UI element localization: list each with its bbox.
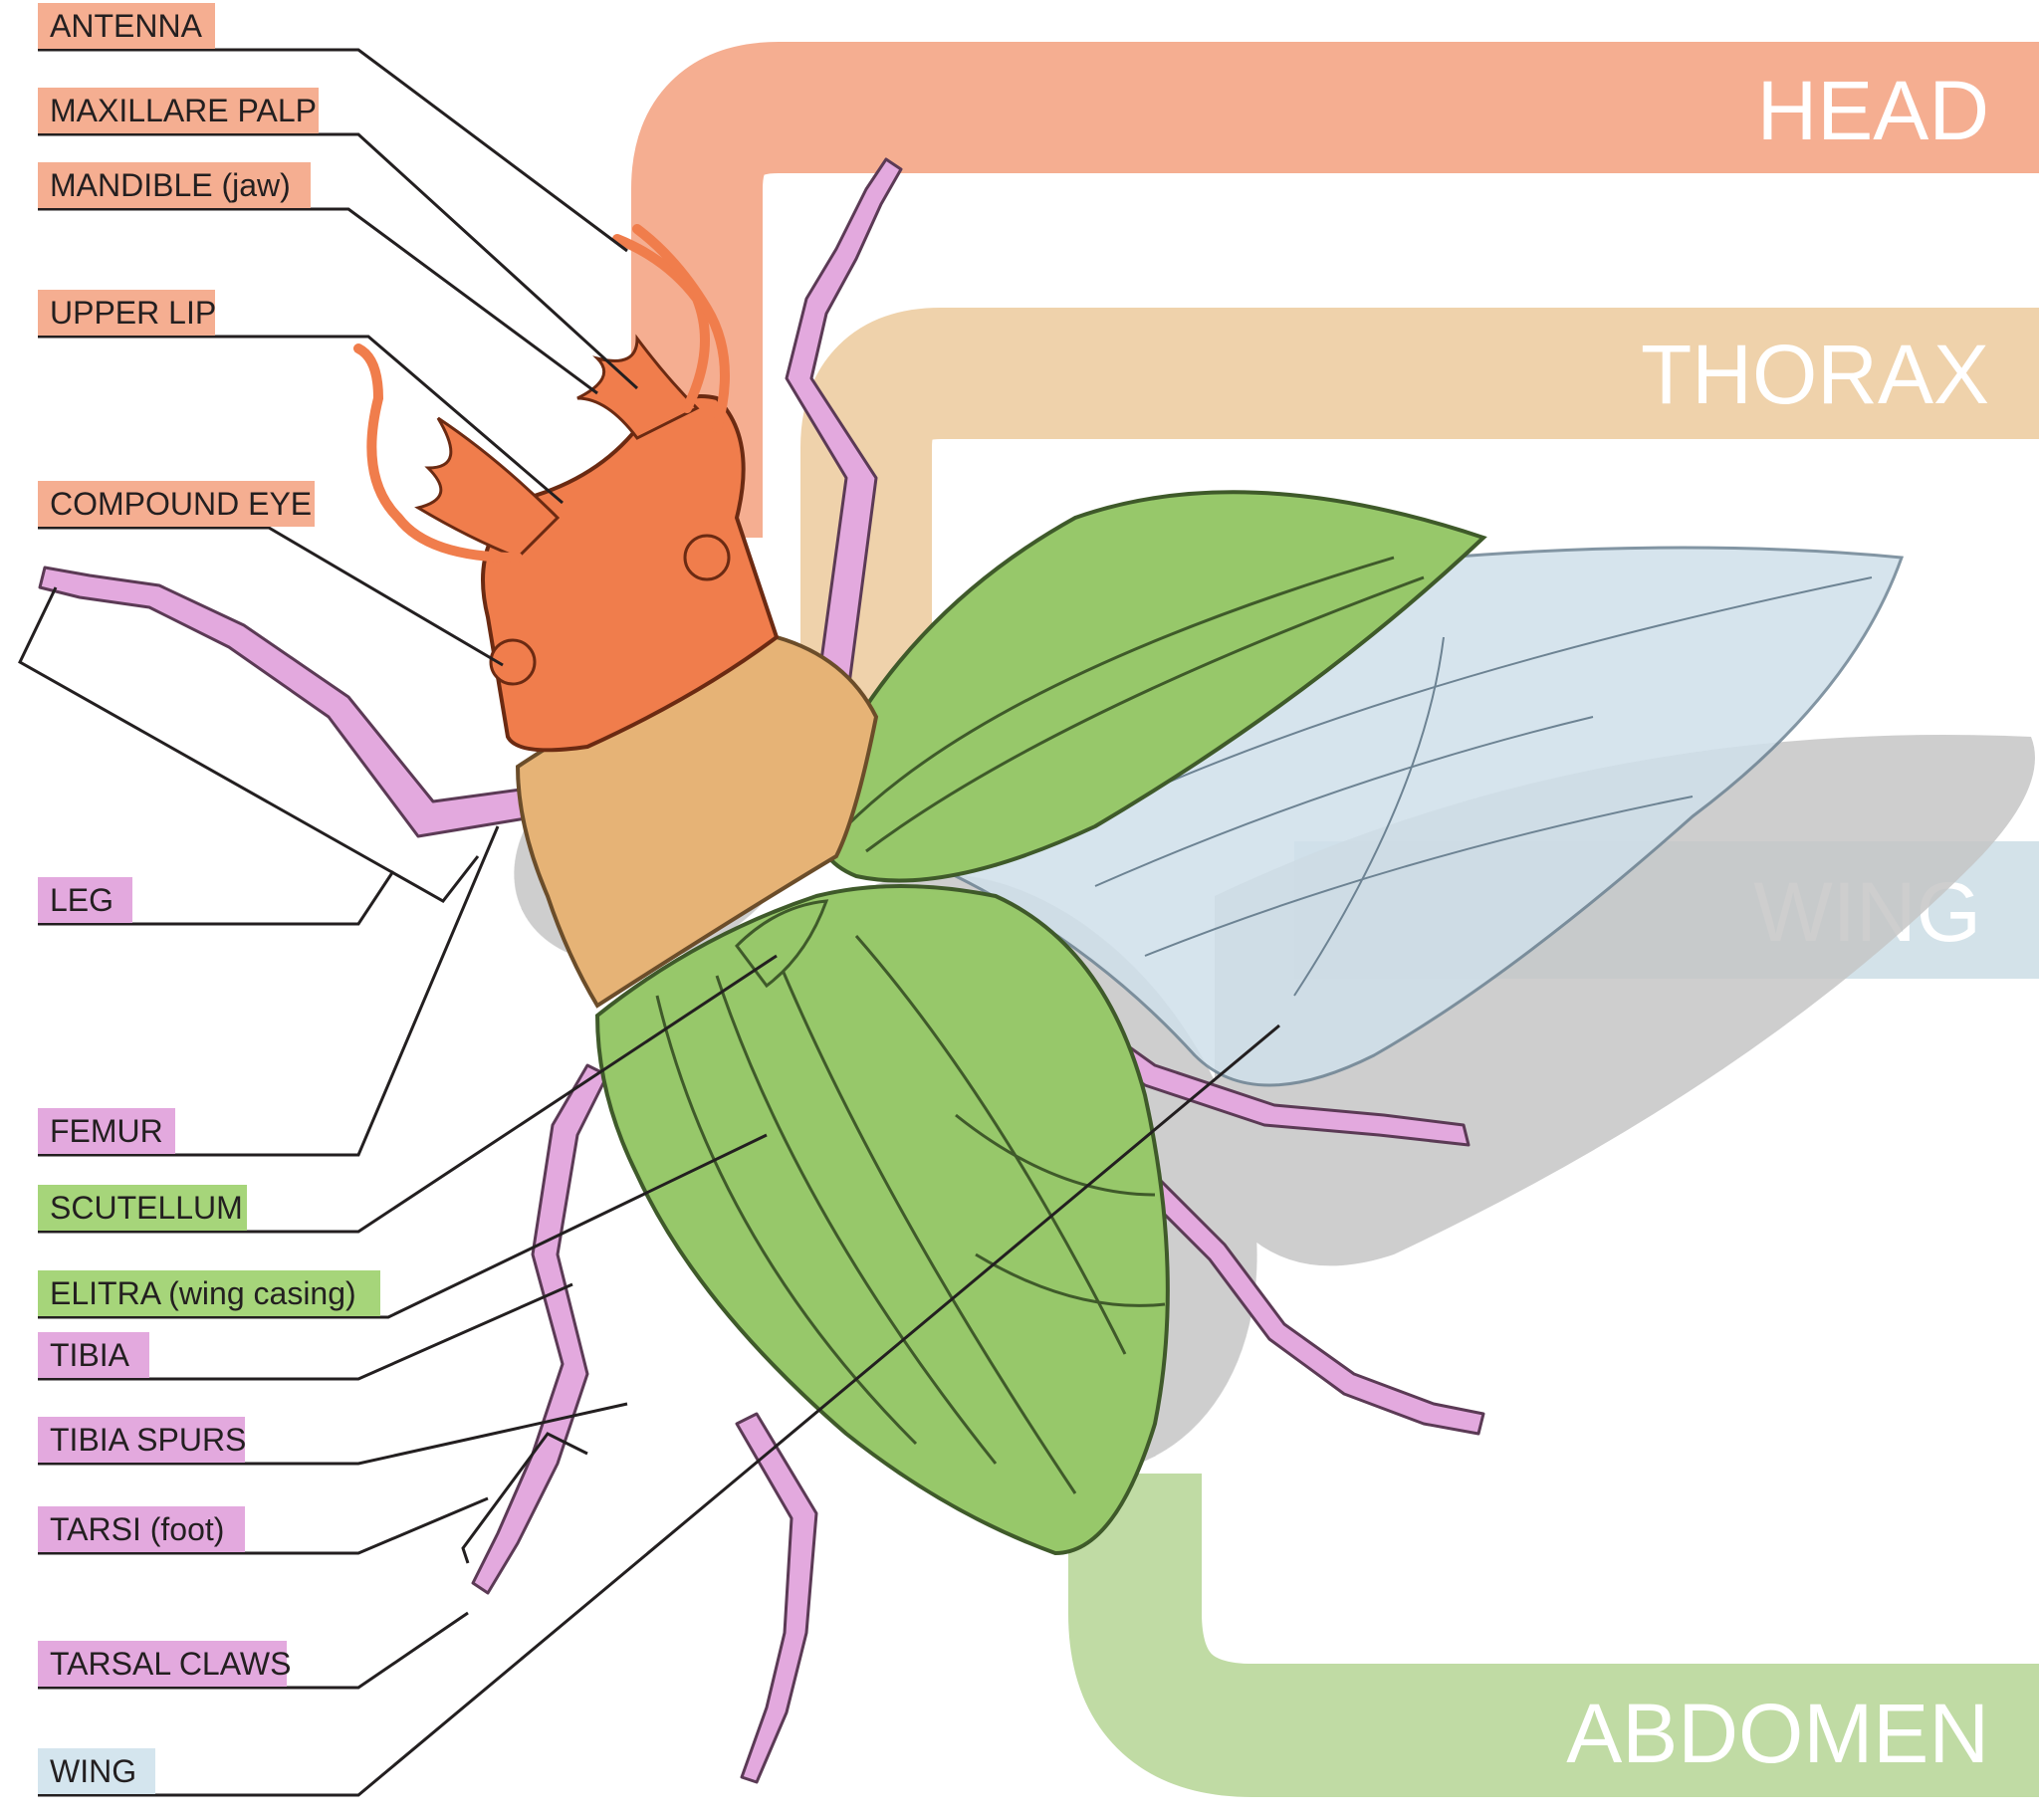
label-wing: WING bbox=[50, 1753, 136, 1789]
label-leg: LEG bbox=[50, 882, 113, 918]
chip-elitra bbox=[38, 1270, 380, 1316]
leader-femur bbox=[38, 825, 500, 1157]
abdomen-band-label: ABDOMEN bbox=[1566, 1687, 1989, 1780]
chip-tibia-spurs bbox=[38, 1417, 245, 1463]
label-compound-eye: COMPOUND EYE bbox=[50, 486, 312, 522]
leader-upper-lip bbox=[38, 335, 564, 505]
leader-compound-eye bbox=[38, 526, 504, 667]
label-mandible: MANDIBLE (jaw) bbox=[50, 167, 291, 203]
antennae-and-palps bbox=[353, 224, 730, 563]
compound-eye-left bbox=[489, 638, 537, 686]
raised-elytron bbox=[812, 490, 1487, 883]
raised-elytron-ridges bbox=[844, 556, 1425, 853]
chip-leg bbox=[38, 877, 132, 923]
label-antenna: ANTENNA bbox=[50, 8, 203, 44]
chip-tarsal-claws bbox=[38, 1641, 287, 1687]
leader-antenna bbox=[38, 48, 628, 253]
elytra-body bbox=[594, 884, 1170, 1556]
leader-tarsi-bracket bbox=[461, 1432, 588, 1564]
label-tarsi: TARSI (foot) bbox=[50, 1511, 224, 1547]
chip-antenna bbox=[38, 3, 215, 49]
leader-lines bbox=[18, 48, 1280, 1797]
label-femur: FEMUR bbox=[50, 1113, 163, 1149]
leader-scutellum bbox=[38, 954, 778, 1234]
thorax-band-label: THORAX bbox=[1641, 328, 1989, 421]
chip-maxillare-palp bbox=[38, 88, 319, 133]
leader-elitra bbox=[38, 1133, 768, 1319]
chip-tibia bbox=[38, 1332, 149, 1378]
chip-wing bbox=[38, 1748, 155, 1794]
chip-tarsi bbox=[38, 1506, 245, 1552]
leader-maxillare-palp bbox=[38, 132, 639, 390]
chip-scutellum bbox=[38, 1185, 247, 1231]
chip-compound-eye bbox=[38, 481, 315, 527]
label-tibia: TIBIA bbox=[50, 1337, 130, 1373]
chip-upper-lip bbox=[38, 290, 215, 336]
leader-tibia-spurs bbox=[38, 1402, 628, 1466]
front-left-leg bbox=[38, 566, 545, 838]
mid-left-leg bbox=[471, 1063, 609, 1595]
abdomen-band bbox=[1068, 1474, 2039, 1797]
chip-mandible bbox=[38, 162, 311, 208]
scutellum bbox=[735, 899, 829, 989]
leader-wing bbox=[38, 1024, 1280, 1797]
leader-mandible bbox=[38, 207, 598, 395]
label-elitra: ELITRA (wing casing) bbox=[50, 1275, 356, 1311]
front-right-leg bbox=[785, 157, 903, 709]
compound-eye-right bbox=[683, 534, 731, 581]
label-chips: ANTENNA MAXILLARE PALP MANDIBLE (jaw) UP… bbox=[38, 3, 380, 1794]
leader-leg-bracket bbox=[18, 586, 480, 903]
label-upper-lip: UPPER LIP bbox=[50, 295, 216, 331]
thorax-band bbox=[800, 308, 2039, 757]
leader-leg bbox=[38, 870, 395, 926]
hind-left-leg bbox=[735, 1412, 818, 1784]
label-maxillare-palp: MAXILLARE PALP bbox=[50, 93, 317, 128]
label-scutellum: SCUTELLUM bbox=[50, 1190, 243, 1226]
elytra-ridges bbox=[655, 935, 1166, 1494]
label-tibia-spurs: TIBIA SPURS bbox=[50, 1422, 246, 1458]
leader-tibia bbox=[38, 1282, 573, 1381]
head-band-end bbox=[1892, 42, 2039, 173]
chip-femur bbox=[38, 1108, 175, 1154]
head-band bbox=[631, 42, 2039, 538]
leader-tarsal-claws bbox=[38, 1611, 469, 1690]
label-tarsal-claws: TARSAL CLAWS bbox=[50, 1646, 291, 1682]
leader-tarsi bbox=[38, 1496, 489, 1555]
head-band-label: HEAD bbox=[1757, 64, 1989, 157]
